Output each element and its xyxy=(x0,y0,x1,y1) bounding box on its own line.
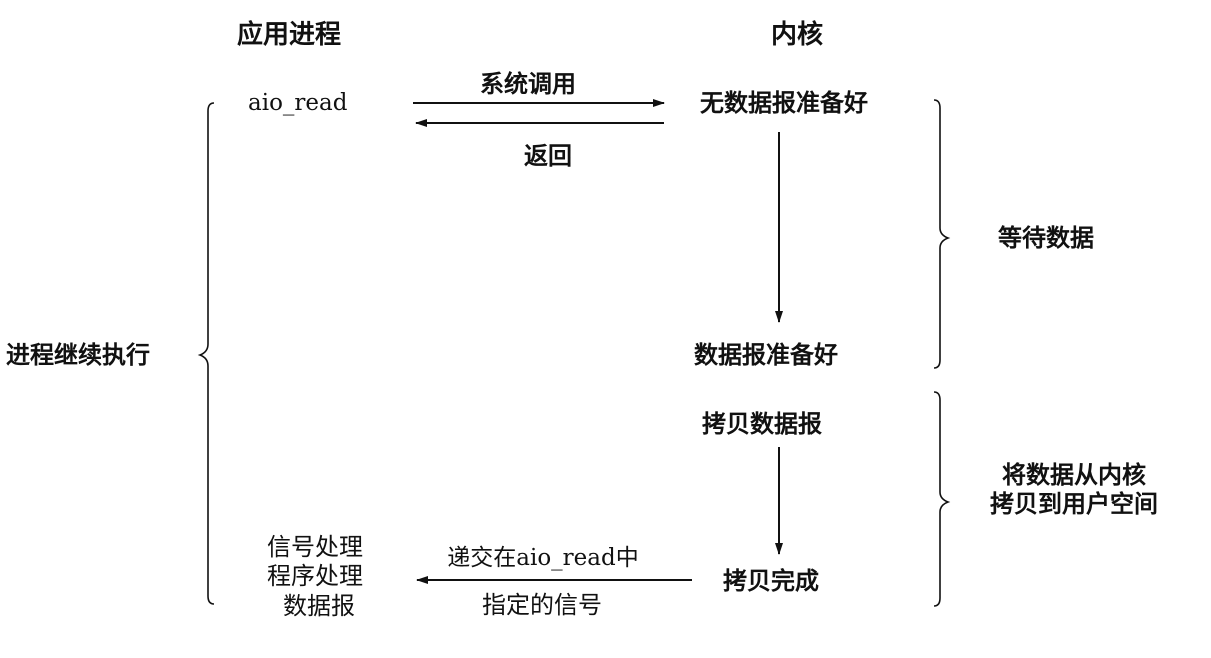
datagram-ready: 数据报准备好 xyxy=(694,340,838,369)
signal-handler-line-3: 数据报 xyxy=(283,592,355,620)
continue-exec-label: 进程继续执行 xyxy=(6,340,150,369)
continue-exec-brace xyxy=(197,102,215,605)
wait-for-data-label: 等待数据 xyxy=(998,223,1094,252)
signal-handler-line-2: 程序处理 xyxy=(267,562,363,590)
deliver-signal-line-2: 指定的信号 xyxy=(482,591,602,619)
no-datagram-ready: 无数据报准备好 xyxy=(700,88,868,117)
signal-handler-line-1: 信号处理 xyxy=(267,533,363,561)
deliver-signal-line-1: 递交在aio_read中 xyxy=(447,545,639,571)
syscall-label: 系统调用 xyxy=(480,69,576,98)
aio-read-call: aio_read xyxy=(248,90,348,116)
copy-to-user-brace xyxy=(933,391,951,607)
app-process-header: 应用进程 xyxy=(237,20,342,50)
copy-complete: 拷贝完成 xyxy=(723,566,819,595)
copy-to-user-line-1: 将数据从内核 xyxy=(1002,460,1146,489)
kernel-header: 内核 xyxy=(771,20,824,50)
wait-for-data-brace xyxy=(933,99,951,369)
copy-datagram: 拷贝数据报 xyxy=(702,409,822,438)
copy-to-user-line-2: 拷贝到用户空间 xyxy=(990,489,1158,518)
return-label: 返回 xyxy=(524,141,572,170)
